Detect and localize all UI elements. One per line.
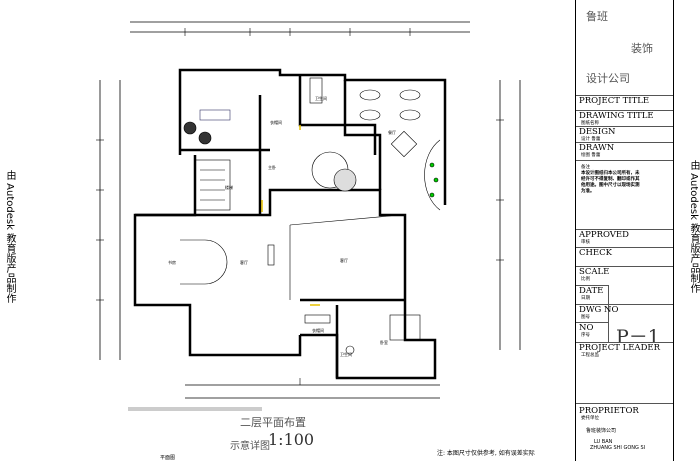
date-sub: 日期 [581,296,590,301]
desk [199,109,231,121]
room-label-bedroom: 卧室 [380,340,388,345]
company-name-2: 装饰 [631,42,653,55]
notes-title: 备注 [581,165,590,170]
side-watermark-right: 由 Autodesk 教育版产品制作 [688,160,699,294]
drawing-note: 注: 本图尺寸仅供参考, 如有误差实际 [437,450,535,457]
proprietor-row: PROPRIETOR 委托单位 鲁班装饰公司 LU BAN ZHUANG SHI… [576,403,673,461]
proprietor-name: 鲁班装饰公司 [586,428,617,434]
scale-label: SCALE [579,267,610,277]
room-label-dining: 餐厅 [388,130,396,135]
room-label-closet: 衣帽间 [270,120,282,125]
notes-row: 备注 本设计图纸归本公司所有，未经许可不得复制、翻印或作其他用途。图中尺寸以现场… [576,160,673,229]
bathtub [309,77,323,104]
curved-sofa [180,239,228,285]
no-sub: 序号 [581,333,590,338]
drawing-title: 二层平面布置 [240,416,306,429]
project-leader-label: PROJECT LEADER [579,343,660,353]
room-label-stair: 楼梯 [225,185,233,190]
project-title-row: PROJECT TITLE [576,95,673,110]
room-label-living2: 客厅 [340,258,348,263]
approved-sub: 审核 [581,240,590,245]
check-label: CHECK [579,248,612,258]
side-watermark-left: 由 Autodesk 教育版产品制作 [4,170,15,304]
no-label: NO [579,323,594,333]
staircase [194,159,231,211]
proprietor-pinyin-2: ZHUANG SHI GONG SI [590,445,646,451]
bottom-left-label: 平面图 [160,455,176,461]
drawn-sub: 绘图 鲁蕾 [581,153,601,158]
curved-balcony [424,139,441,211]
proprietor-label: PROPRIETOR [579,406,639,416]
project-title-label: PROJECT TITLE [579,96,650,106]
dining-table [390,130,418,158]
drawn-label: DRAWN [579,143,615,153]
proprietor-sub: 委托单位 [581,416,599,421]
date-label: DATE [579,286,604,296]
room-label-living: 客厅 [240,260,248,265]
dwg-no-sub: 图号 [581,315,590,320]
design-sub: 设计 鲁蕾 [581,137,601,142]
company-name-3: 设计公司 [586,72,630,85]
drawing-subtitle: 示意详图 [230,441,270,452]
company-name-1: 鲁班 [586,10,608,23]
room-label-bath2: 卫生间 [340,352,352,357]
drawing-title-sub: 图纸名称 [581,121,599,126]
drawing-title-label: DRAWING TITLE [579,111,654,121]
proprietor-pinyin-1: LU BAN [594,439,613,445]
wardrobe [304,314,331,324]
scale-sub: 比例 [581,277,590,282]
approved-label: APPROVED [579,230,629,240]
check-row: CHECK [576,247,673,266]
drawing-scale: 1:100 [268,430,315,449]
exterior-wall-top [178,68,447,205]
room-label-closet2: 衣帽间 [312,328,324,333]
notes-text: 本设计图纸归本公司所有，未经许可不得复制、翻印或作其他用途。图中尺寸以现场实测为… [581,171,640,194]
room-label-study: 书房 [168,260,176,265]
design-label: DESIGN [579,127,616,137]
dwg-no-label: DWG NO [579,305,619,315]
room-label-master: 主卧 [268,165,276,170]
project-leader-sub: 工程总监 [581,353,599,358]
tv-cabinet [267,244,275,266]
bed [389,314,421,341]
room-label-bath: 卫生间 [315,96,327,101]
